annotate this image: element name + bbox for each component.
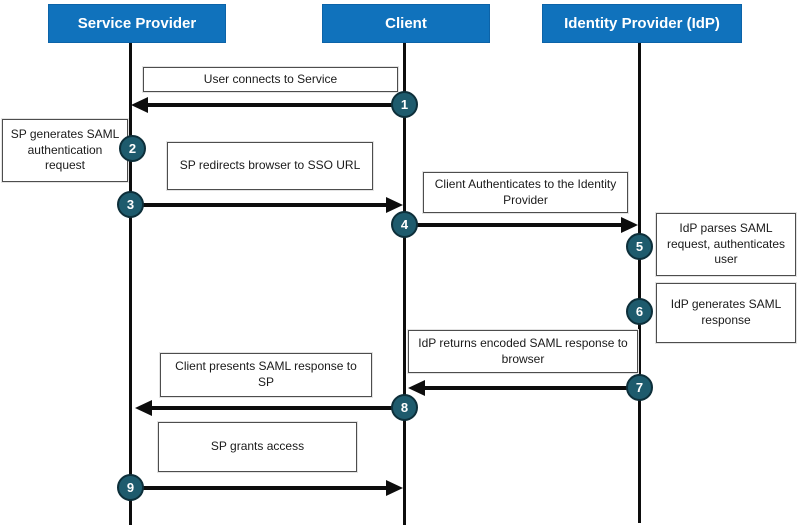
message-box-step-5: IdP parses SAML request, authenticates u… [656, 213, 796, 276]
actor-header-identity-provider: Identity Provider (IdP) [542, 4, 742, 43]
message-box-step-7: IdP returns encoded SAML response to bro… [408, 330, 638, 373]
actor-header-service-provider: Service Provider [48, 4, 226, 43]
message-label-step-9: SP grants access [210, 439, 305, 454]
lifeline-service-provider [129, 43, 132, 525]
actor-header-client: Client [322, 4, 490, 43]
message-label-step-2: SP generates SAML authentication request [10, 127, 120, 173]
arrow-step-3-sp-to-client [131, 203, 387, 207]
lifeline-identity-provider [638, 43, 641, 523]
message-label-step-8: Client presents SAML response to SP [175, 359, 357, 389]
message-box-step-2: SP generates SAML authentication request [2, 119, 128, 182]
step-badge-1: 1 [391, 91, 418, 118]
arrow-step-4-client-to-idp [405, 223, 622, 227]
message-box-step-9: SP grants access [158, 422, 357, 472]
arrow-step-9-sp-to-client [131, 486, 387, 490]
arrow-step-1-client-to-sp [147, 103, 405, 107]
step-badge-9: 9 [117, 474, 144, 501]
arrow-step-7-idp-to-client [424, 386, 640, 390]
message-box-step-4: Client Authenticates to the Identity Pro… [423, 172, 628, 213]
message-box-step-3: SP redirects browser to SSO URL [167, 142, 373, 190]
step-badge-4: 4 [391, 211, 418, 238]
step-badge-7: 7 [626, 374, 653, 401]
message-label-step-3: SP redirects browser to SSO URL [179, 158, 361, 173]
message-label-step-7: IdP returns encoded SAML response to bro… [418, 335, 628, 366]
step-badge-2: 2 [119, 135, 146, 162]
message-box-step-1: User connects to Service [143, 67, 398, 92]
message-label-step-6: IdP generates SAML response [670, 297, 782, 327]
message-label-step-4: Client Authenticates to the Identity Pro… [434, 176, 617, 207]
arrow-step-8-client-to-sp [151, 406, 405, 410]
step-badge-5: 5 [626, 233, 653, 260]
message-label-step-5: IdP parses SAML request, authenticates u… [666, 221, 786, 267]
step-badge-6: 6 [626, 298, 653, 325]
step-badge-3: 3 [117, 191, 144, 218]
step-badge-8: 8 [391, 394, 418, 421]
lifeline-client [403, 43, 406, 525]
message-label-step-1: User connects to Service [203, 71, 338, 86]
message-box-step-8: Client presents SAML response to SP [160, 353, 372, 397]
message-box-step-6: IdP generates SAML response [656, 283, 796, 343]
